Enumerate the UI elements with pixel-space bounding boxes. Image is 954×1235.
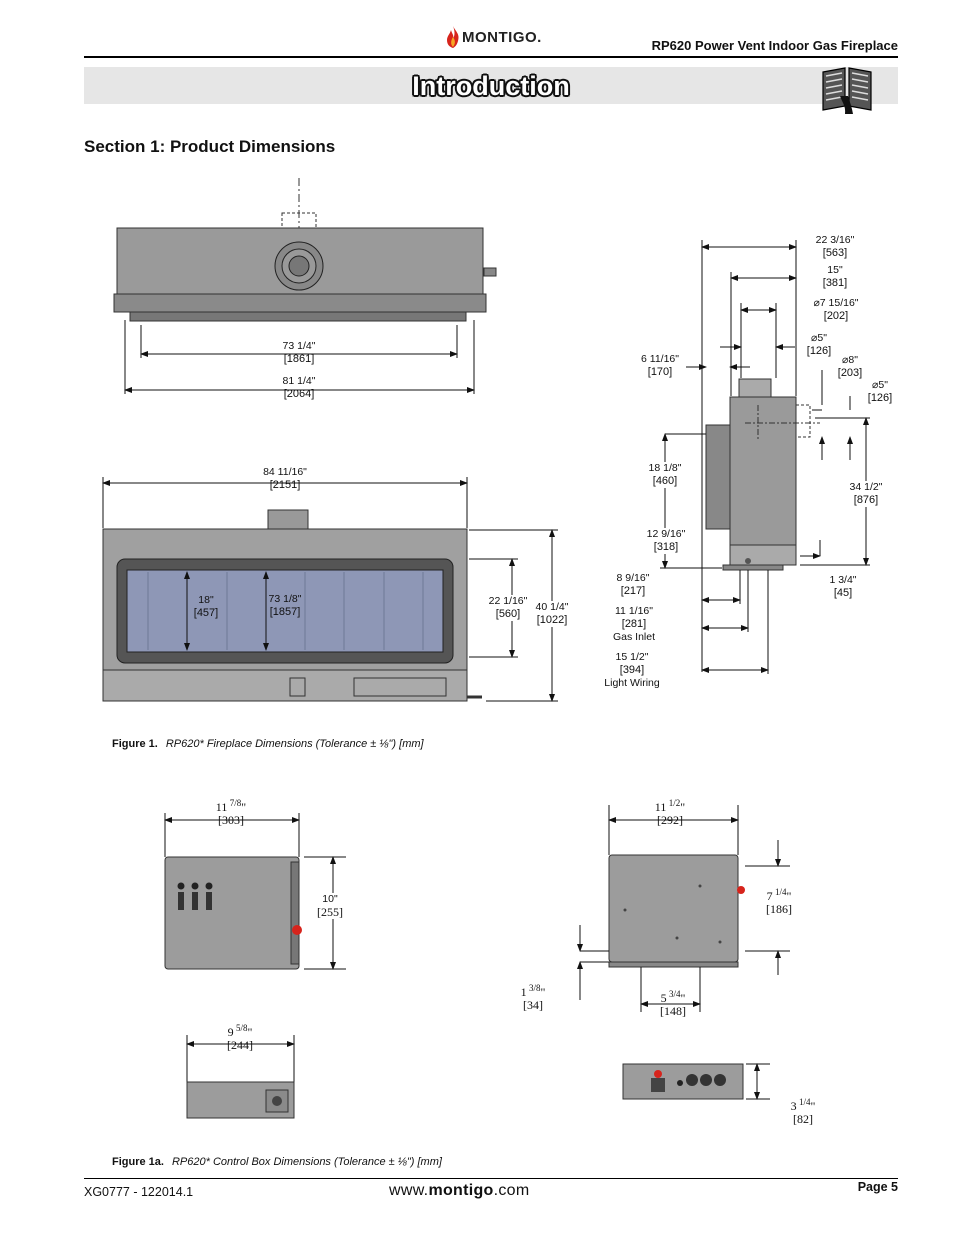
control-box-back-view: [577, 805, 790, 1012]
side-d14-label: 15 1/2" [394] Light Wiring: [604, 651, 660, 689]
figure-1-caption: Figure 1.RP620* Fireplace Dimensions (To…: [112, 738, 424, 750]
front-height-label: 40 1/4" [1022]: [528, 601, 576, 627]
side-d7-label: 6 11/16" [170]: [641, 353, 679, 378]
cb-front-width-label: 11 7/8" [303]: [215, 798, 247, 827]
flame-icon: [447, 26, 459, 48]
front-width-label: 84 11/16" [2151]: [263, 466, 307, 491]
footer-divider: [84, 1178, 898, 1179]
document-title: RP620 Power Vent Indoor Gas Fireplace: [651, 38, 898, 53]
page-number: Page 5: [857, 1180, 898, 1194]
side-d4-label: ⌀5" [126]: [806, 332, 832, 357]
fireplace-top-view: [113, 178, 497, 394]
control-box-side-view: [622, 1063, 770, 1100]
banner-title: Introduction: [412, 71, 570, 101]
side-d6-label: ⌀5" [126]: [867, 379, 893, 404]
website-link[interactable]: www.montigo.com: [389, 1182, 530, 1199]
glass-height-label: 18" [457]: [193, 594, 219, 619]
top-outer-width-label: 81 1/4" [2064]: [282, 375, 316, 400]
cb-side-height-label: 3 1/4" [82]: [790, 1097, 816, 1126]
side-d3-label: ⌀7 15/16" [202]: [813, 297, 859, 322]
section-heading: Section 1: Product Dimensions: [84, 137, 336, 156]
figure-1a-caption: Figure 1a.RP620* Control Box Dimensions …: [112, 1156, 442, 1168]
glass-width-label: 73 1/8" [1857]: [268, 593, 302, 618]
header-divider: [84, 56, 898, 58]
side-d11-label: 8 9/16" [217]: [616, 572, 650, 597]
open-manual-icon: [822, 67, 872, 114]
side-d1-label: 22 3/16" [563]: [815, 234, 855, 259]
cb-front-height-label: 10" [255]: [306, 893, 354, 919]
section-banner: Introduction: [84, 67, 898, 114]
side-d9-label: 34 1/2" [876]: [842, 481, 890, 507]
brand-logo: MONTIGO.: [446, 26, 542, 48]
top-inner-width-label: 73 1/4" [1861]: [282, 340, 316, 365]
side-d10-label: 12 9/16" [318]: [639, 528, 693, 554]
opening-height-label: 22 1/16" [560]: [482, 595, 534, 621]
side-d2-label: 15" [381]: [822, 264, 848, 289]
control-box-front-view: [164, 813, 346, 970]
document-code: XG0777 - 122014.1: [84, 1185, 194, 1199]
fireplace-front-view: [102, 477, 558, 702]
side-d13-label: 11 1/16" [281] Gas Inlet: [612, 605, 656, 643]
control-box-top-view: [186, 1035, 295, 1119]
fireplace-side-view: [660, 240, 870, 674]
side-d8-label: 18 1/8" [460]: [640, 462, 690, 488]
cb-back-height-label: 7 1/4" [186]: [766, 887, 792, 916]
brand-name: MONTIGO.: [462, 28, 542, 46]
cb-top-width-label: 9 5/8" [244]: [227, 1023, 253, 1052]
side-d12-label: 1 3/4" [45]: [829, 574, 857, 599]
cb-back-lower-label: 1 3/8" [34]: [520, 983, 546, 1012]
side-d5-label: ⌀8" [203]: [837, 354, 863, 379]
cb-back-bottom-label: 5 3/4" [148]: [660, 989, 686, 1018]
cb-back-width-label: 11 1/2" [292]: [654, 798, 686, 827]
